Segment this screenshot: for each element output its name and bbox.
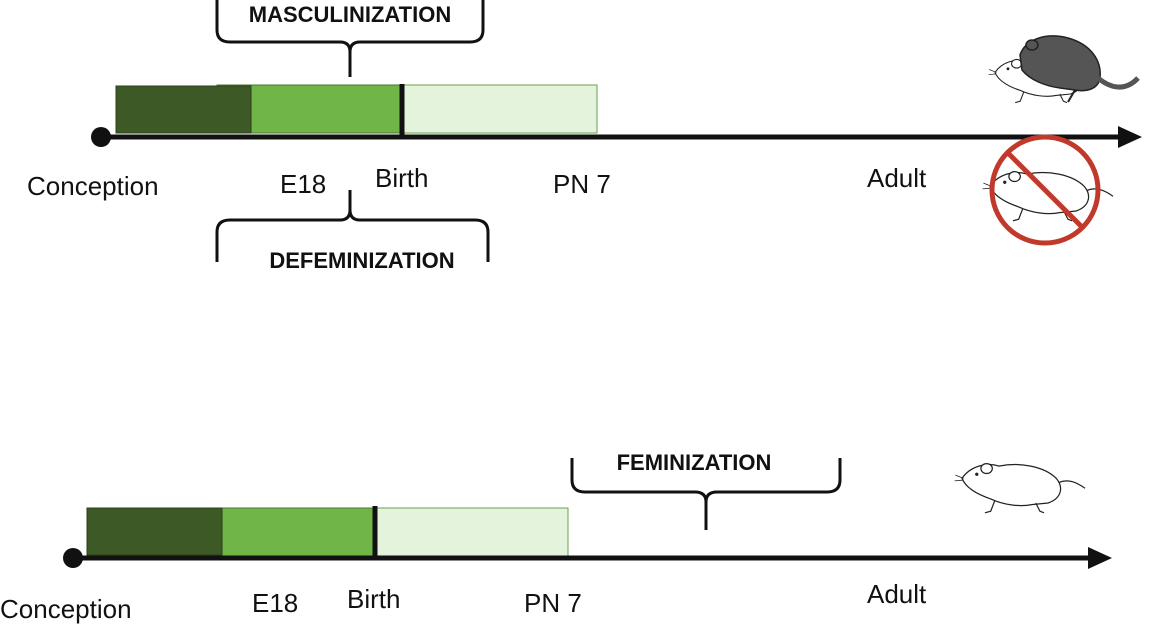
postnatal-period-bar [373, 507, 569, 557]
adult-label: Adult [867, 163, 927, 193]
timeline-arrowhead [1088, 547, 1112, 569]
defeminization-bracket [215, 190, 490, 262]
feminization-bracket [570, 458, 842, 530]
pn7-label: PN 7 [553, 169, 611, 199]
early-period-bar [115, 85, 252, 134]
birth-label: Birth [347, 584, 400, 614]
masculinization-label: MASCULINIZATION [249, 2, 451, 27]
conception-label: Conception [0, 594, 132, 624]
conception-dot [91, 127, 111, 147]
mounting-rats-icon [987, 35, 1140, 104]
e18-label: E18 [280, 169, 326, 199]
postnatal-period-bar [399, 84, 598, 134]
crossed-out-rat-icon [982, 134, 1114, 246]
adult-label: Adult [867, 579, 927, 609]
conception-label: Conception [27, 171, 159, 201]
early-period-bar [86, 507, 223, 556]
timeline-arrowhead [1118, 126, 1142, 148]
bottom-panel: FEMINIZATION Conception E18 Birth PN 7 A… [0, 450, 1112, 624]
rat-icon [954, 463, 1086, 514]
pn7-label: PN 7 [524, 588, 582, 618]
defeminization-label: DEFEMINIZATION [269, 248, 454, 273]
top-panel: MASCULINIZATION Conception E18 Birth PN … [27, 0, 1142, 273]
masculinization-bracket [215, 0, 485, 77]
e18-label: E18 [252, 588, 298, 618]
birth-label: Birth [375, 163, 428, 193]
feminization-label: FEMINIZATION [617, 450, 772, 475]
conception-dot [63, 548, 83, 568]
